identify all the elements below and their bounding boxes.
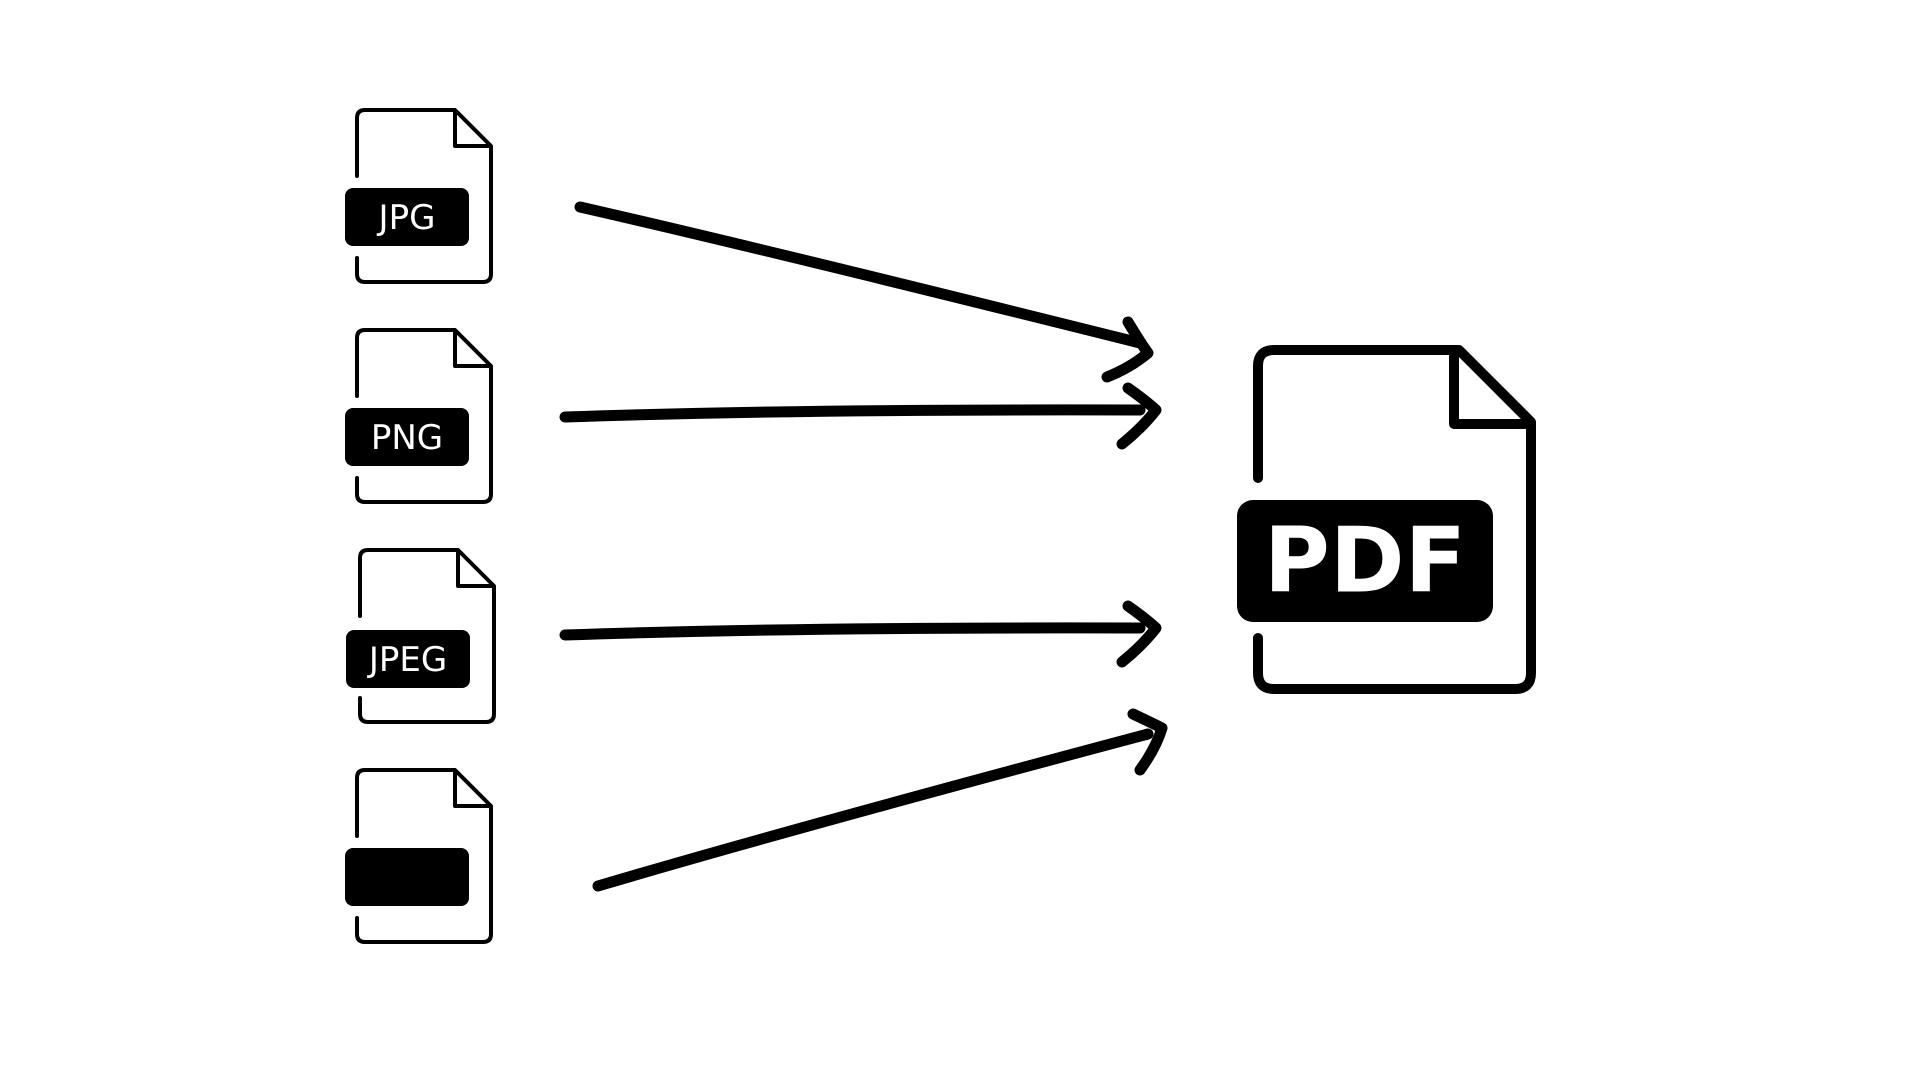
pdf-file-icon: PDF bbox=[1237, 345, 1536, 694]
blank-file-icon bbox=[345, 768, 493, 944]
png-label: PNG bbox=[371, 418, 443, 458]
jpg-file-icon: JPG bbox=[345, 108, 493, 284]
pdf-label: PDF bbox=[1264, 509, 1466, 614]
arrow-blank-to-pdf bbox=[592, 708, 1168, 892]
arrow-png-to-pdf bbox=[559, 382, 1162, 450]
jpeg-file-icon: JPEG bbox=[346, 548, 496, 724]
jpg-label: JPG bbox=[377, 198, 436, 238]
arrow-jpg-to-pdf bbox=[574, 201, 1154, 383]
jpeg-label: JPEG bbox=[367, 640, 447, 680]
arrow-jpeg-to-pdf bbox=[559, 600, 1162, 668]
png-file-icon: PNG bbox=[345, 328, 493, 504]
